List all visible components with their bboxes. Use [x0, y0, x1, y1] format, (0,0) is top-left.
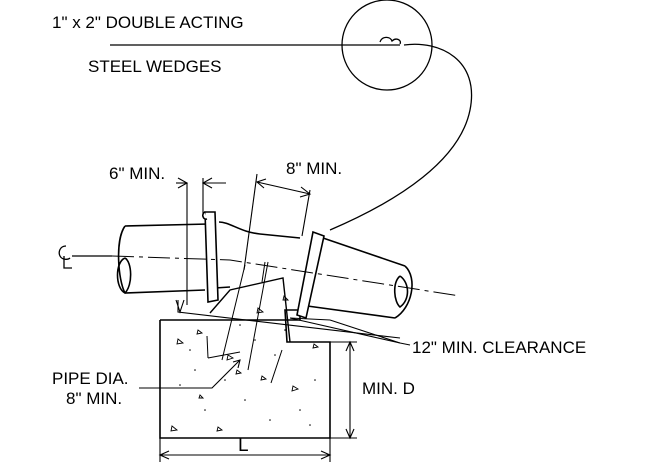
clearance-label: 12" MIN. CLEARANCE: [412, 338, 587, 357]
callout-text-line2: STEEL WEDGES: [88, 57, 222, 76]
callout-text-line1: 1" x 2" DOUBLE ACTING: [52, 13, 244, 32]
length-dimension: [158, 438, 332, 462]
pipe-left: [116, 223, 210, 294]
concrete-block: [159, 309, 331, 439]
centerline-symbol: [58, 245, 112, 269]
pipe-dia-label-line2: 8" MIN.: [66, 389, 123, 408]
six-min-dimension: [176, 177, 226, 305]
min-d-dimension: [330, 340, 357, 440]
pipe-bend: [214, 221, 301, 289]
centerline: [111, 255, 461, 297]
flanges: [202, 211, 325, 320]
min-d-label: MIN. D: [362, 379, 415, 398]
concrete-dots: [179, 324, 316, 426]
length-label: L: [238, 435, 249, 456]
eight-min-dimension: [243, 173, 312, 271]
detail-callout: [110, 0, 473, 231]
eight-min-label: 8" MIN.: [286, 159, 343, 178]
block-top-edge: [209, 277, 291, 343]
concrete-aggregate: [170, 295, 320, 432]
pipe-dia-leader: [139, 359, 241, 389]
six-min-label: 6" MIN.: [109, 164, 166, 183]
pipe-right: [299, 237, 413, 319]
pipe-dia-label-line1: PIPE DIA.: [52, 369, 129, 388]
clearance-leaders: [175, 299, 411, 346]
inner-dimension-lines: [206, 261, 283, 384]
